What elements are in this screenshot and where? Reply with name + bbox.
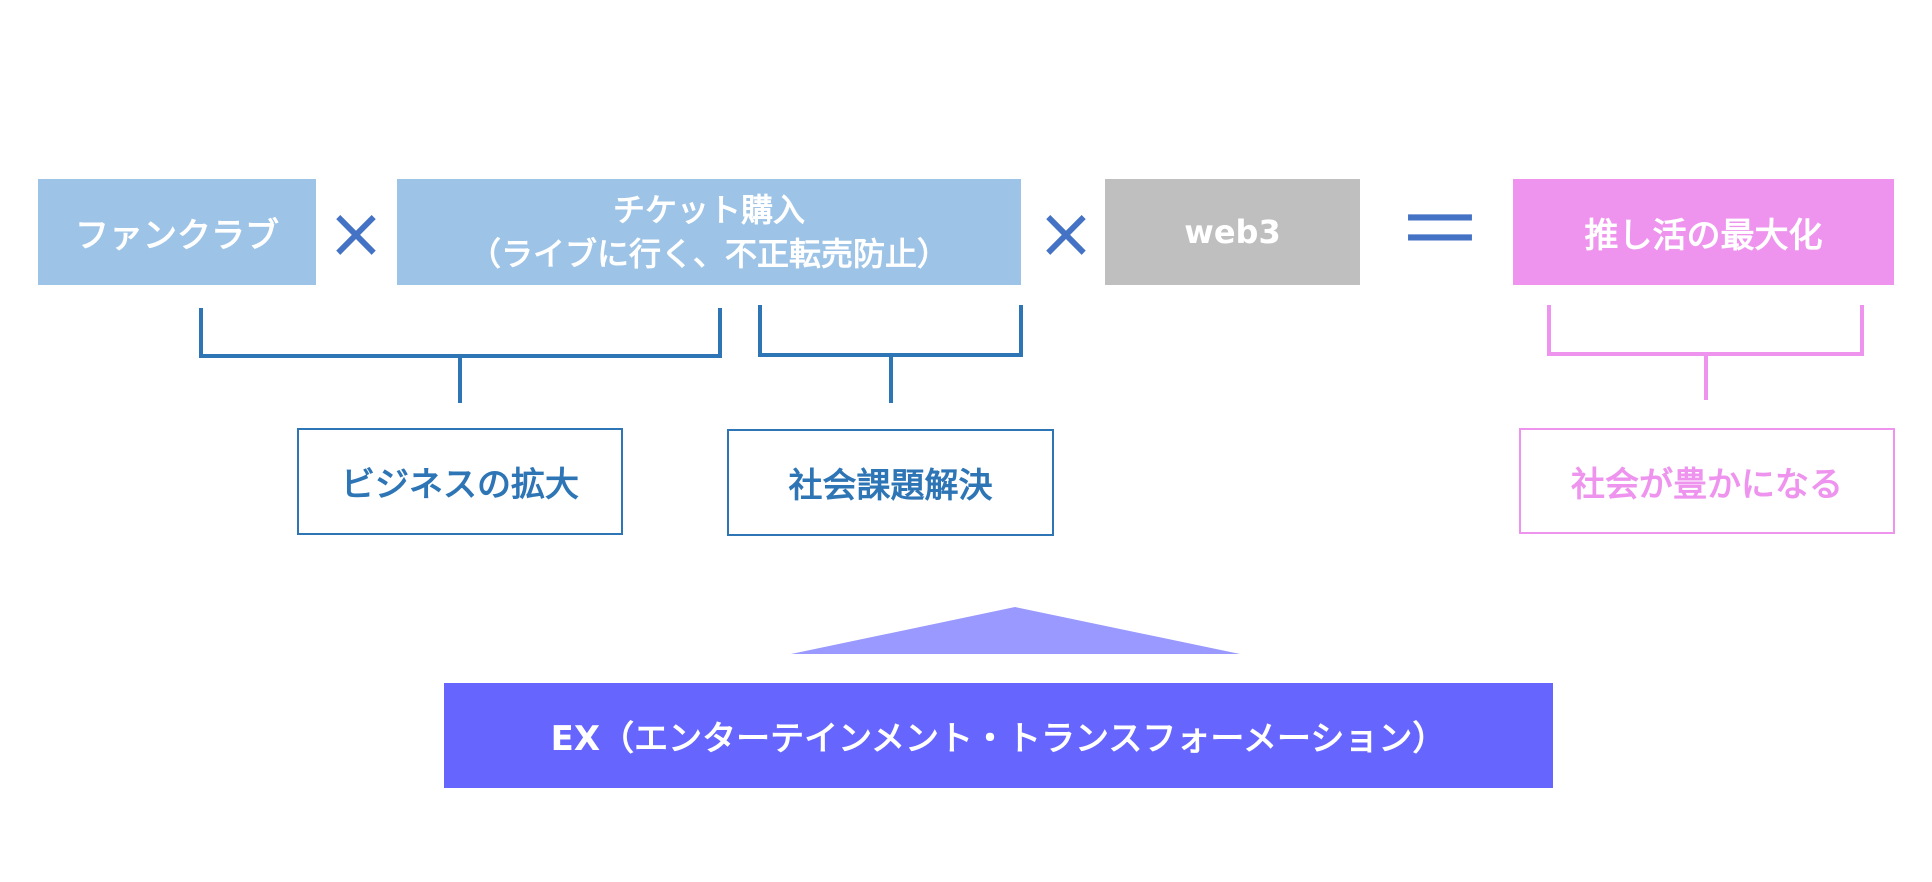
ex-box: EX（エンターテインメント・トランスフォーメーション） [444,683,1553,788]
web3-box: web3 [1105,179,1360,285]
equals-operator: ＝ [1395,179,1484,282]
result-label: 推し活の最大化 [1584,215,1823,256]
society-box: 社会が豊かになる [1519,428,1895,534]
fanclub-box: ファンクラブ [38,179,316,285]
ex-label: EX（エンターテインメント・トランスフォーメーション） [550,719,1447,759]
business-label: ビジネスの拡大 [341,465,579,505]
ticket-label-line1: チケット購入 [612,191,805,229]
ticket-box: チケット購入 （ライブに行く、不正転売防止） [397,179,1021,285]
society-label: 社会が豊かになる [1571,464,1843,505]
triangle-arrow [791,607,1240,654]
result-box: 推し活の最大化 [1513,179,1894,285]
times-operator-2: × [1036,192,1096,274]
fanclub-label: ファンクラブ [75,215,279,256]
social-issue-box: 社会課題解決 [727,429,1054,536]
social-issue-label: 社会課題解決 [788,466,993,506]
business-box: ビジネスの拡大 [297,428,623,535]
ticket-label-line2: （ライブに行く、不正転売防止） [468,235,949,273]
web3-label: web3 [1184,213,1281,251]
bracket-business [199,308,722,403]
times-operator-1: × [326,192,386,274]
bracket-society [1547,305,1864,400]
bracket-social-issue [758,305,1023,403]
